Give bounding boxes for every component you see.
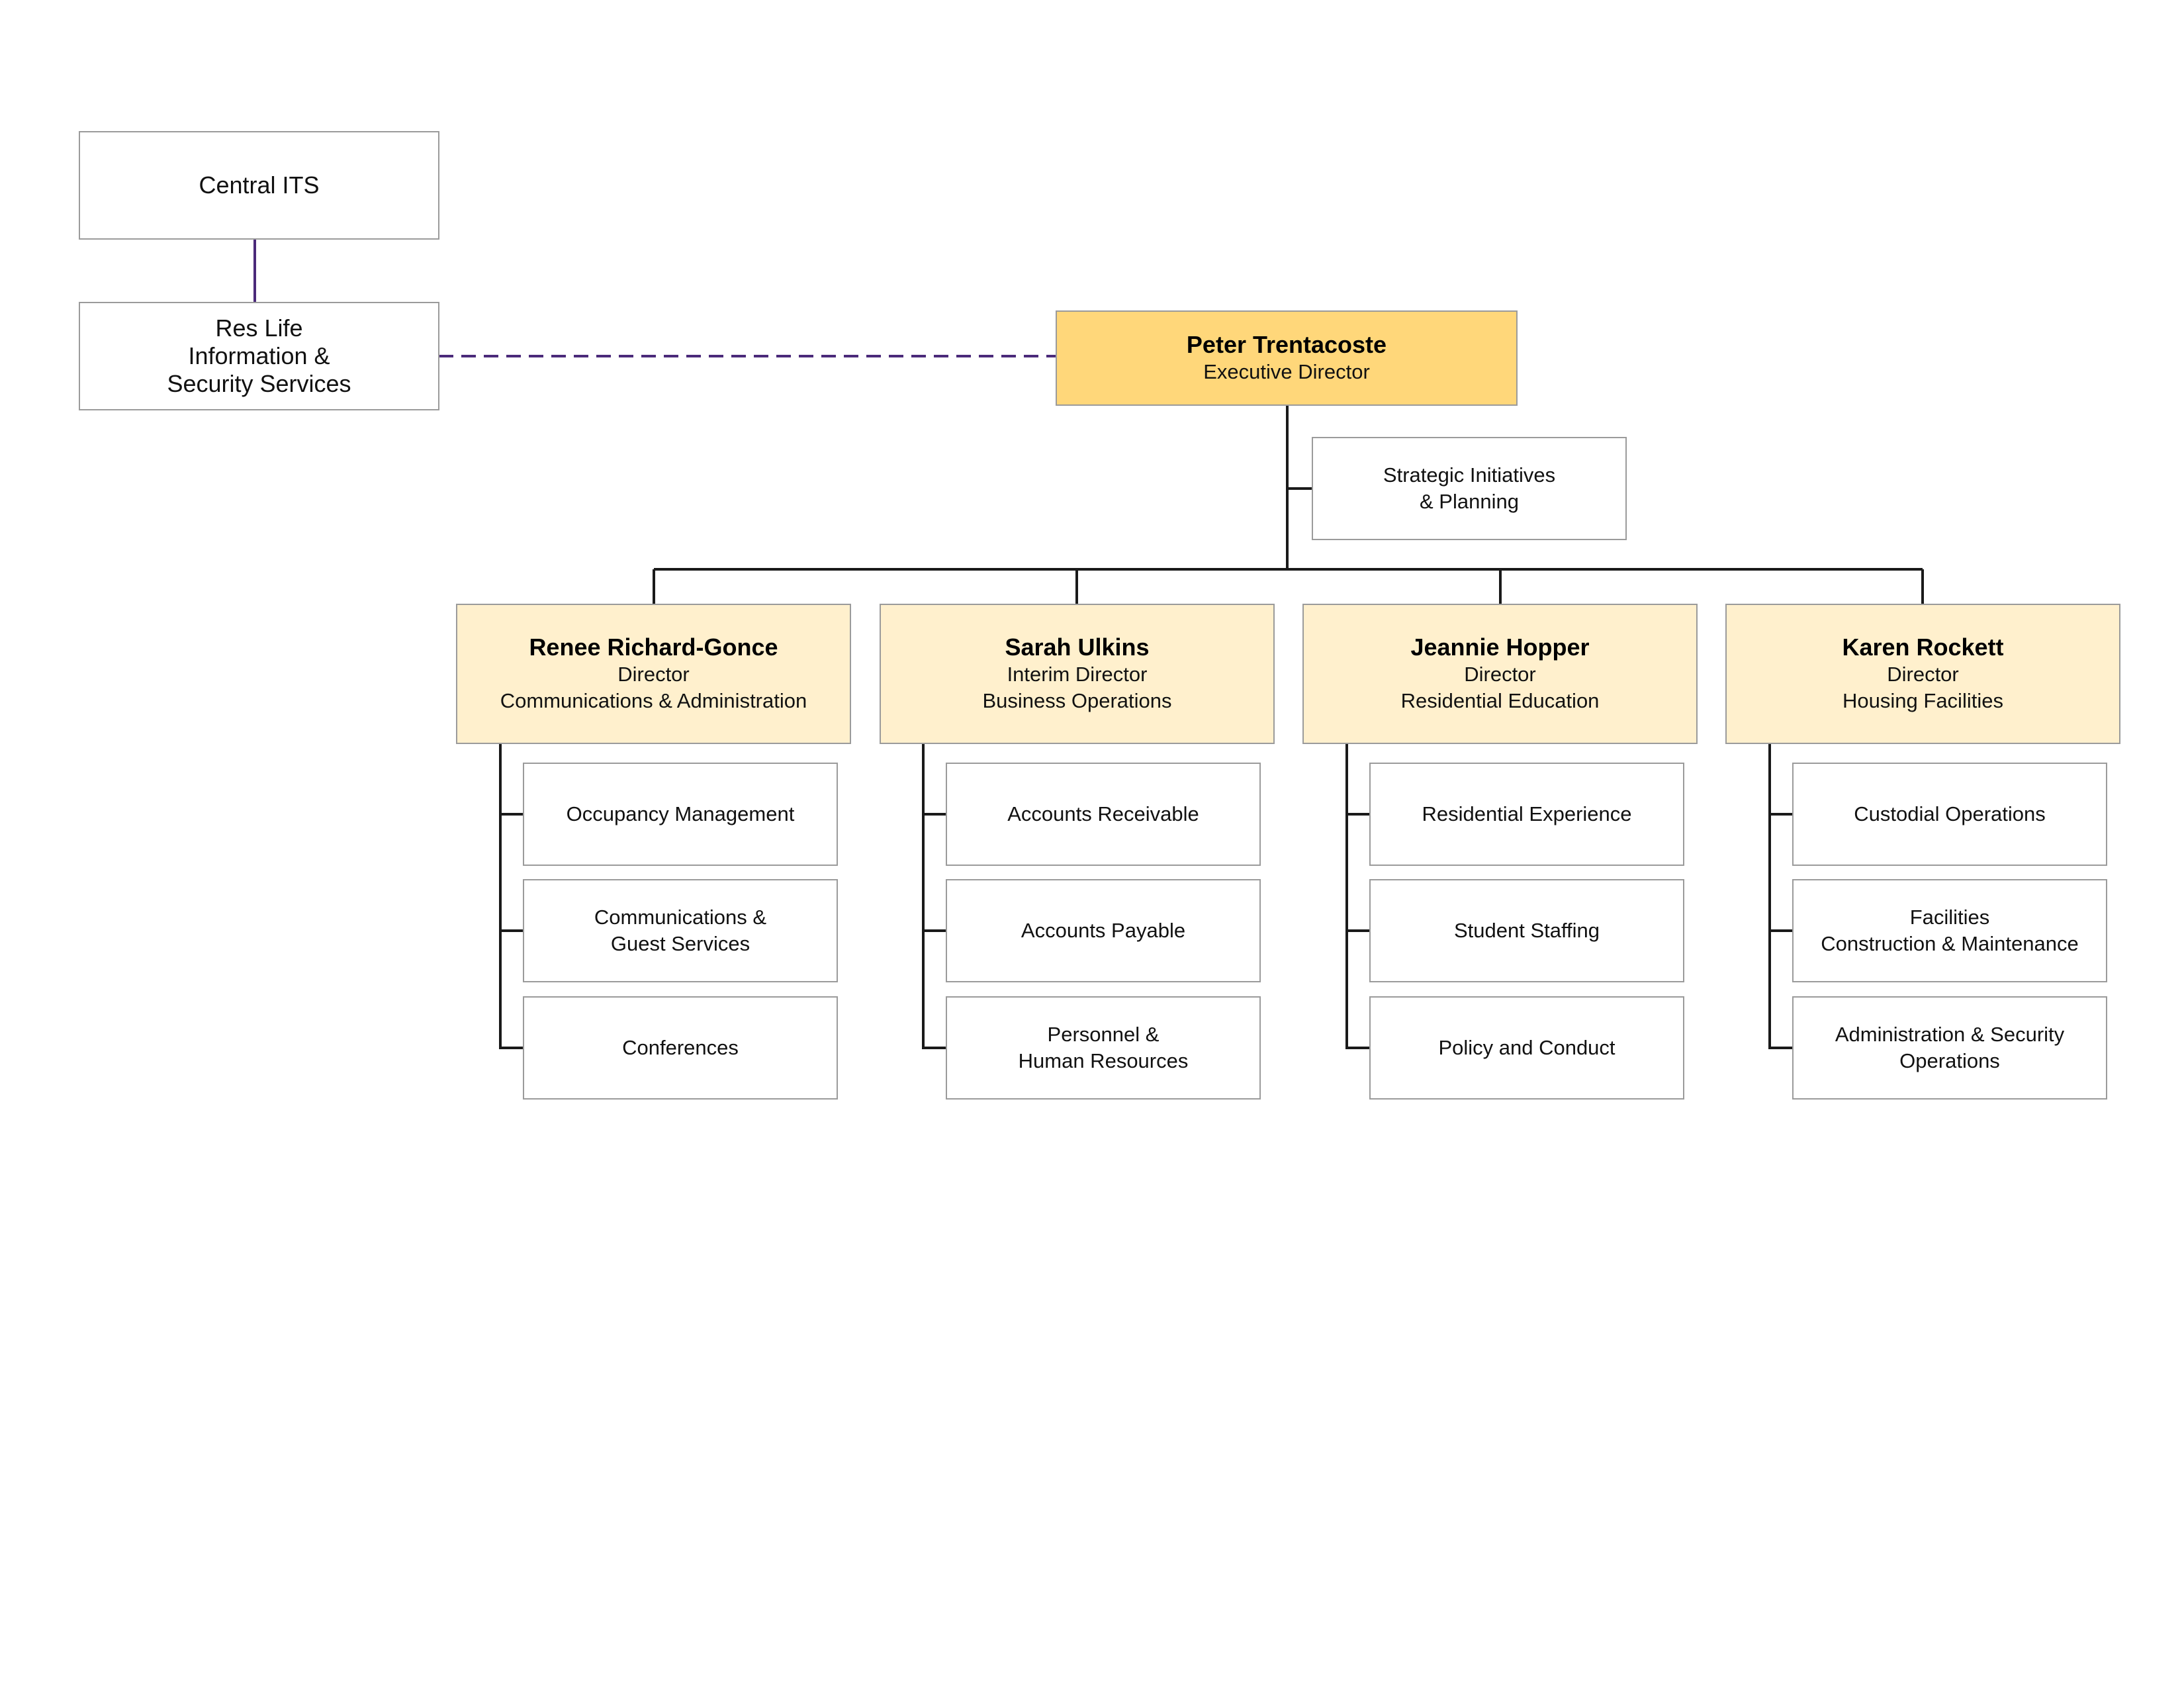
unit-label: Custodial Operations xyxy=(1854,802,2046,825)
director-area: Business Operations xyxy=(982,689,1172,712)
director-name: Renee Richard-Gonce xyxy=(529,633,778,661)
unit-box: Student Staffing xyxy=(1369,879,1684,982)
unit-bracket-line xyxy=(1768,744,1792,1049)
reslife-its-line: Security Services xyxy=(167,370,351,397)
executive-director-box: Peter Trentacoste Executive Director xyxy=(1056,310,1518,406)
director-area: Residential Education xyxy=(1400,689,1600,712)
strategic-line: & Planning xyxy=(1420,490,1519,513)
unit-label: Policy and Conduct xyxy=(1438,1036,1615,1059)
director-box-communications: Renee Richard-Gonce Director Communicati… xyxy=(456,604,851,744)
unit-label: Operations xyxy=(1899,1049,2000,1072)
unit-label: Residential Experience xyxy=(1422,802,1632,825)
unit-box: Facilities Construction & Maintenance xyxy=(1792,879,2107,982)
unit-box: Accounts Payable xyxy=(946,879,1261,982)
director-name: Jeannie Hopper xyxy=(1410,633,1590,661)
unit-label: Accounts Receivable xyxy=(1007,802,1199,825)
unit-box: Residential Experience xyxy=(1369,763,1684,866)
reslife-its-line: Res Life xyxy=(215,314,303,342)
director-title: Director xyxy=(1887,663,1959,686)
unit-bracket-line xyxy=(1345,744,1369,1049)
unit-label: Communications & xyxy=(594,906,767,929)
unit-label: Guest Services xyxy=(610,932,751,955)
unit-bracket-line xyxy=(922,744,946,1049)
unit-box: Communications & Guest Services xyxy=(523,879,838,982)
central-its-box: Central ITS xyxy=(79,131,439,240)
reslife-its-box: Res Life Information & Security Services xyxy=(79,302,439,410)
unit-label: Accounts Payable xyxy=(1021,919,1186,942)
unit-box: Personnel & Human Resources xyxy=(946,996,1261,1100)
unit-box: Accounts Receivable xyxy=(946,763,1261,866)
unit-label: Construction & Maintenance xyxy=(1821,932,2079,955)
unit-box: Conferences xyxy=(523,996,838,1100)
central-its-label: Central ITS xyxy=(199,171,320,199)
strategic-line: Strategic Initiatives xyxy=(1383,463,1556,487)
director-name: Karen Rockett xyxy=(1842,633,2004,661)
unit-label: Facilities xyxy=(1909,906,1990,929)
unit-box: Occupancy Management xyxy=(523,763,838,866)
reslife-its-line: Information & xyxy=(188,342,330,369)
director-box-residential-education: Jeannie Hopper Director Residential Educ… xyxy=(1302,604,1698,744)
director-box-housing-facilities: Karen Rockett Director Housing Facilitie… xyxy=(1725,604,2120,744)
unit-label: Occupancy Management xyxy=(566,802,795,825)
unit-box: Administration & Security Operations xyxy=(1792,996,2107,1100)
unit-label: Administration & Security xyxy=(1835,1023,2065,1046)
director-title: Director xyxy=(1464,663,1536,686)
director-title: Director xyxy=(617,663,690,686)
director-box-business: Sarah Ulkins Interim Director Business O… xyxy=(880,604,1275,744)
director-area: Communications & Administration xyxy=(500,689,807,712)
unit-label: Human Resources xyxy=(1018,1049,1189,1072)
unit-label: Personnel & xyxy=(1047,1023,1160,1046)
strategic-initiatives-box: Strategic Initiatives & Planning xyxy=(1312,437,1627,540)
executive-name: Peter Trentacoste xyxy=(1186,331,1387,358)
unit-label: Conferences xyxy=(622,1036,739,1059)
unit-label: Student Staffing xyxy=(1453,919,1600,942)
unit-bracket-line xyxy=(499,744,523,1049)
unit-box: Policy and Conduct xyxy=(1369,996,1684,1100)
executive-title: Executive Director xyxy=(1203,360,1370,383)
director-area: Housing Facilities xyxy=(1843,689,2003,712)
director-name: Sarah Ulkins xyxy=(1005,633,1150,661)
director-title: Interim Director xyxy=(1007,663,1148,686)
unit-box: Custodial Operations xyxy=(1792,763,2107,866)
